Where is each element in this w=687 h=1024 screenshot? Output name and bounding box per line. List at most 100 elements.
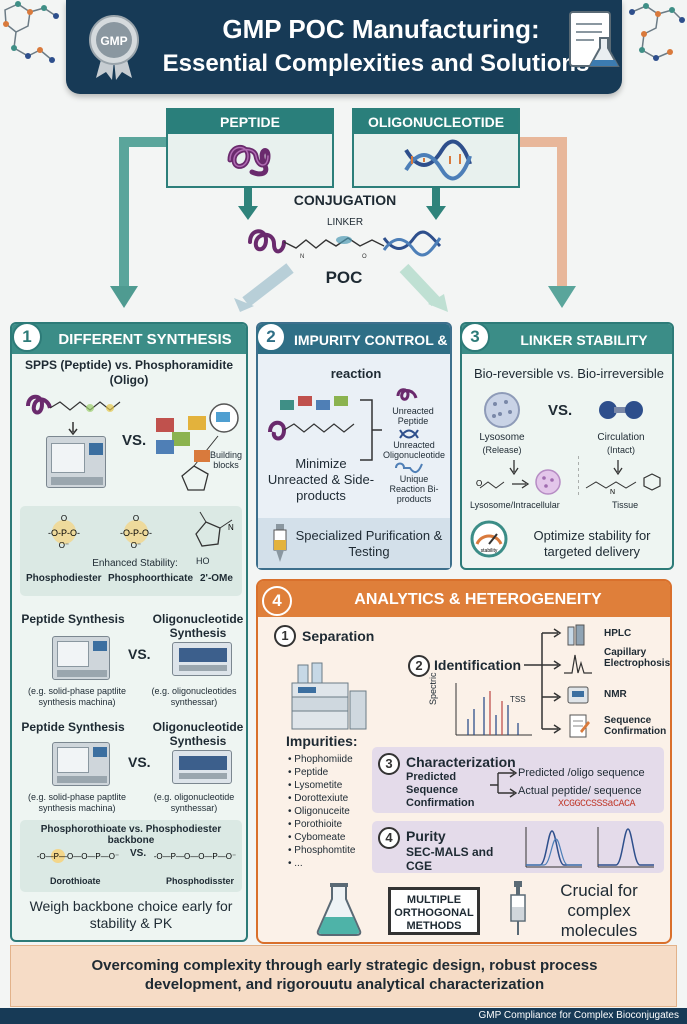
characterization-arrows [490, 768, 518, 798]
svg-text:O: O [476, 479, 482, 488]
peptide-synthesizer-1-icon [52, 636, 110, 680]
section3-panel: LINKER STABILITY Bio-reversible vs. Bio-… [460, 322, 674, 570]
impurity-text: Cybomeate [294, 832, 346, 843]
impurity-text: Phosphomtite [294, 845, 356, 856]
phosphodiester-structure-icon: -O—P—O—O—P—O⁻ [154, 852, 236, 861]
ho-label: HO [196, 556, 210, 566]
minimize-text: Minimize Unreacted & Side-products [267, 456, 375, 503]
section3-number: 3 [460, 322, 490, 352]
unique-byproducts-label: Unique Reaction Bi-products [389, 474, 439, 504]
unreacted-peptide-label: Unreacted Peptide [392, 406, 434, 426]
peptide-eg-1: (e.g. solid-phase paptlite synthesis mac… [27, 686, 127, 707]
svg-text:N: N [300, 254, 304, 260]
hplc-instrument-icon [291, 662, 367, 730]
enhanced-stability-label: Enhanced Stability: [92, 558, 178, 569]
svg-text:N: N [228, 523, 234, 532]
reaction-scheme-icon [268, 396, 382, 461]
identification-branch-lines [524, 628, 562, 734]
section4-header [258, 581, 670, 617]
nmr-device-icon [567, 686, 589, 704]
spps-chain-icon [26, 394, 121, 415]
section1-title: DIFFERENT SYNTHESIS [58, 331, 232, 348]
impurities-title: Impurities: [286, 733, 358, 749]
purity-label: Purity [406, 828, 446, 844]
section1-panel: DIFFERENT SYNTHESIS SPPS (Peptide) vs. P… [10, 322, 248, 942]
specialized-text: Specialized Purification & Testing [295, 528, 443, 559]
molecule-decoration-top-right-icon [629, 3, 685, 61]
svg-text:-O—P—O—O—P—O⁻: -O—P—O—O—P—O⁻ [37, 852, 119, 861]
credit-text: GMP Compliance for Complex Bioconjugates [478, 1010, 679, 1021]
gmp-badge-text: GMP [100, 34, 127, 48]
svg-text:N: N [610, 489, 615, 496]
building-blocks-label: Building blocks [209, 450, 243, 470]
poc-label: POC [325, 268, 363, 287]
peptide-synthesizer-2-icon [52, 742, 110, 786]
predicted-sequence-label: Predicted Sequence Confirmation [406, 771, 475, 809]
tss-label: TSS [510, 695, 526, 704]
flask-icon [316, 883, 362, 936]
section1-subtitle: SPPS (Peptide) vs. Phosphoramidite (Olig… [24, 358, 234, 387]
section2-title: IMPURITY CONTROL & [294, 332, 448, 348]
section1-vs-3: VS. [128, 754, 151, 770]
summary-band: Overcoming complexity through early stra… [10, 945, 677, 1007]
actual-peptide-label: Actual peptide/ sequence [518, 785, 642, 797]
svg-text:O: O [133, 514, 139, 523]
impurity-text: ... [294, 858, 303, 869]
spectric-axis-label: Spectric [428, 672, 438, 705]
molecule-decoration-top-left-icon [3, 1, 59, 63]
svg-text:-O-P-O-: -O-P-O- [120, 528, 152, 538]
peptide-label: PEPTIDE [168, 110, 332, 134]
phosphodiester-label: Phosphodiester [26, 573, 102, 584]
impurity-item: • Cybomeate [288, 832, 346, 843]
impurity-item: • Phosphomtite [288, 845, 356, 856]
ce-label: Capillary Electrophosis [604, 647, 671, 669]
impurity-text: Lysometite [294, 780, 343, 791]
section2-subtitle: reaction [330, 366, 382, 381]
ome-sugar-icon: N [195, 511, 234, 547]
title-line1: GMP POC Manufacturing: [222, 14, 540, 44]
peptide-coil-icon [227, 145, 271, 177]
hplc-vial-icon [567, 624, 585, 646]
irreversible-linker-icon: N [578, 456, 661, 496]
header-banner: GMP GMP POC Manufacturing: Essential Com… [66, 0, 622, 94]
conjugation-label: CONJUGATION [293, 192, 397, 208]
svg-text:O: O [61, 514, 67, 523]
secmals-label: SEC-MALS and CGE [406, 845, 494, 873]
svg-text:-O-P-O-: -O-P-O- [48, 528, 80, 538]
characterization-number: 3 [378, 753, 400, 775]
impurity-item: • ... [288, 858, 303, 869]
optimize-text: Optimize stability for targeted delivery [533, 528, 651, 559]
section3-vs: VS. [548, 402, 573, 419]
tissue-label: Tissue [612, 500, 639, 510]
section1-number: 1 [12, 322, 42, 352]
lysosome-release-scheme-icon: O [476, 460, 561, 495]
phosphodisster-label: Phosphodisster [166, 876, 235, 886]
poc-conjugate-icon: N O [248, 229, 442, 260]
oligo-eg-1: (e.g. oligonucleotides synthessar) [151, 686, 237, 707]
unreacted-peptide-icon [396, 388, 418, 401]
gauge-label: stability [481, 548, 498, 554]
syringe-icon [510, 881, 526, 935]
impurity-text: Peptide [294, 767, 329, 778]
weigh-backbone-text: Weigh backbone choice early for stabilit… [29, 898, 233, 931]
document-flask-icon [569, 11, 620, 67]
impurity-text: Phophomiide [294, 754, 353, 765]
multiple-methods-label: MULTIPLE ORTHOGONAL METHODS [388, 887, 480, 935]
oligo-label: OLIGONUCLEOTIDE [354, 110, 518, 134]
unreacted-oligo-icon [399, 429, 419, 439]
svg-text:O⁻: O⁻ [59, 541, 69, 550]
section4-title: ANALYTICS & HETEROGENEITY [354, 591, 602, 608]
oligo-synthesis-label-2: Oligonucleotide Synthesis [152, 720, 244, 748]
release-label: (Release) [482, 445, 522, 455]
peptide-box: PEPTIDE [166, 108, 334, 188]
lysosome-intracellular-label: Lysosome/Intracellular [470, 500, 560, 510]
section4-panel: ANALYTICS & HETEROGENEITY 1 Separation 2… [256, 579, 672, 944]
hplc-label: HPLC [604, 628, 632, 639]
actual-peptide-text: Actual peptide/ sequence [518, 785, 642, 797]
intact-label: (Intact) [606, 445, 635, 455]
sequence-string: XCGGCCSSSaCACA [558, 799, 636, 810]
characterization-box: 3 Characterization Predicted Sequence Co… [372, 747, 664, 813]
impurity-item: • Peptide [288, 767, 329, 778]
impurity-text: Dorottexiute [294, 793, 349, 804]
svg-text:-O—P—O—O—P—O⁻: -O—P—O—O—P—O⁻ [154, 852, 236, 861]
